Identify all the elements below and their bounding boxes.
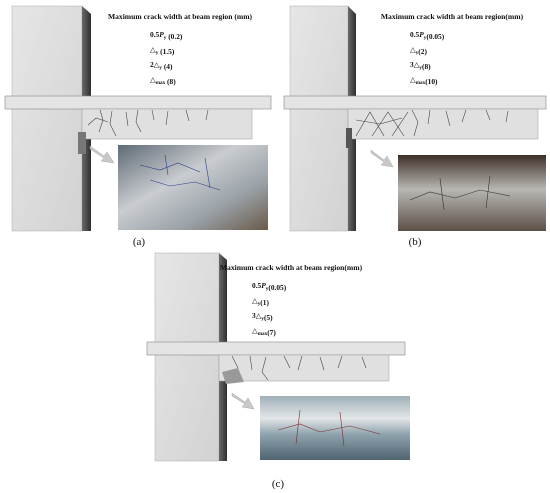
- test-photo: [118, 145, 268, 230]
- title: Maximum crack width at beam region (mm): [108, 12, 253, 21]
- value-line: 0.5Py(0.05): [410, 30, 445, 41]
- arrow-icon: [89, 145, 115, 164]
- value-line: △y (1.5): [150, 45, 175, 56]
- beam: [81, 108, 253, 140]
- caption: (b): [409, 236, 422, 248]
- spalling: [346, 128, 352, 148]
- value-line: 0.5Py (0.2): [150, 30, 183, 41]
- beam-cracks: [231, 355, 367, 381]
- value-lines: 0.5Py(0.05) △y(2) 3△y(8) △max(10): [410, 30, 445, 86]
- arrow-icon: [370, 149, 394, 168]
- title: Maximum crack width at beam region(mm): [220, 263, 363, 272]
- value-line: △max(7): [252, 326, 276, 337]
- beam: [347, 108, 539, 140]
- photo-crack-marks: [409, 175, 511, 211]
- photo-crack-marks: [277, 409, 381, 447]
- column: [154, 252, 220, 462]
- value-line: △y(1): [252, 296, 269, 307]
- value-lines: 0.5Py (0.2) △y (1.5) 2△y (4) △max (8): [150, 30, 183, 86]
- value-line: 3△y(5): [252, 311, 273, 322]
- slab: [4, 95, 272, 110]
- value-line: △max(10): [410, 75, 438, 86]
- caption: (a): [133, 236, 146, 248]
- value-line: 3△y(8): [410, 60, 431, 71]
- value-lines: 0.5Py(0.05) △y(1) 3△y(5) △max(7): [252, 281, 287, 337]
- beam-cracks: [87, 109, 209, 137]
- value-line: 2△y (4): [150, 60, 173, 71]
- value-line: △max (8): [150, 75, 176, 86]
- spalling: [222, 368, 244, 384]
- value-line: △y(2): [410, 45, 427, 56]
- photo-crack-marks: [139, 154, 221, 191]
- column: [11, 5, 83, 232]
- slab: [283, 95, 547, 110]
- spalling: [78, 132, 86, 154]
- beam: [218, 354, 390, 382]
- column: [289, 5, 349, 232]
- test-photo: [398, 155, 546, 231]
- test-photo: [260, 396, 410, 460]
- arrow-icon: [231, 392, 255, 410]
- panel-c: Maximum crack width at beam region(mm) 0…: [146, 252, 410, 490]
- slab: [146, 341, 406, 356]
- caption: (c): [272, 478, 285, 490]
- title: Maximum crack width at beam region(mm): [381, 12, 524, 21]
- beam-cracks: [355, 109, 509, 137]
- value-line: 0.5Py(0.05): [252, 281, 287, 292]
- panel-b: Maximum crack width at beam region(mm) 0…: [283, 5, 547, 248]
- panel-a: Maximum crack width at beam region (mm) …: [4, 5, 272, 248]
